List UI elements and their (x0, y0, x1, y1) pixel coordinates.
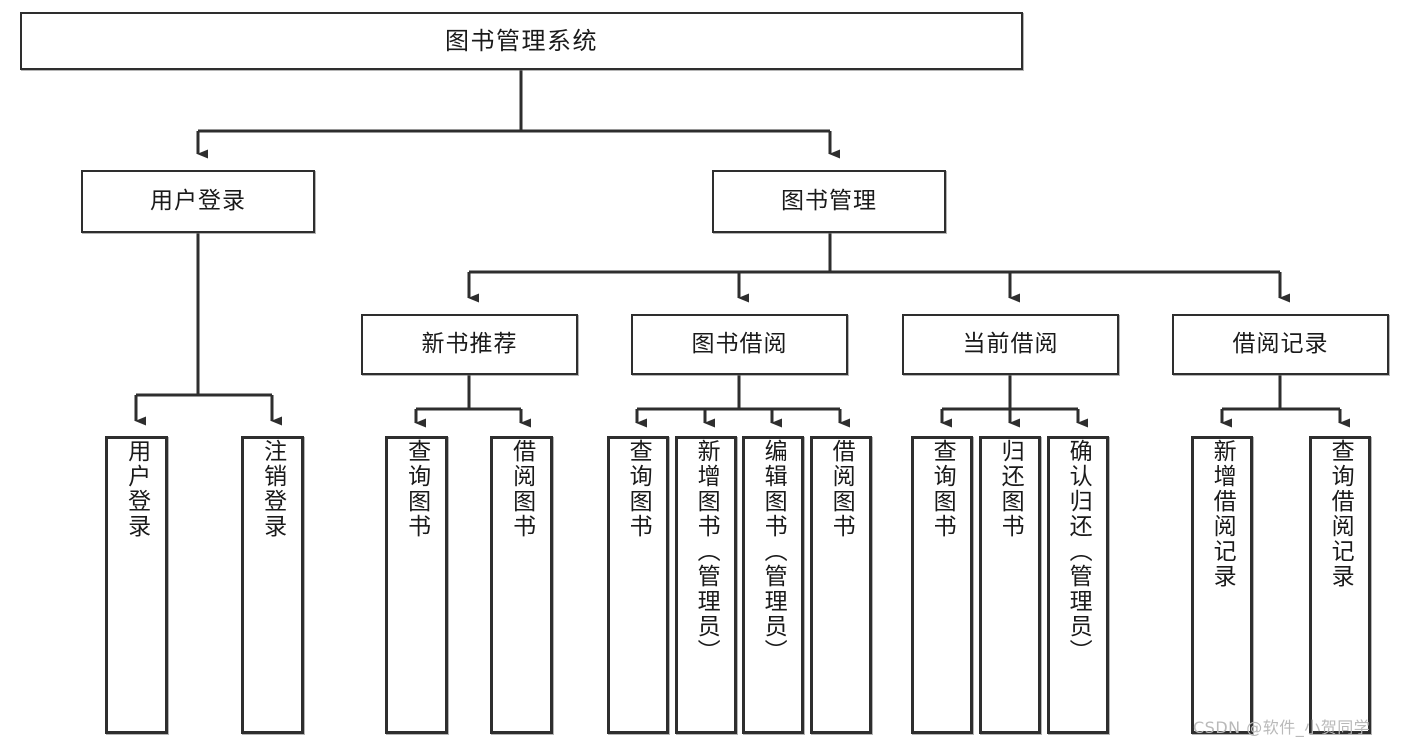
leaf-label: 新增图书（管理员） (693, 439, 720, 664)
leaf-label: 借阅图书 (828, 439, 855, 539)
node-root-book-management-system[interactable]: 图书管理系统 (20, 12, 1023, 70)
leaf-label: 用户登录 (123, 439, 150, 539)
node-book-management[interactable]: 图书管理 (712, 170, 946, 233)
node-label: 图书管理系统 (445, 26, 598, 55)
leaf-borrow-record-add[interactable]: 新增借阅记录 (1191, 436, 1253, 734)
node-new-book-recommend[interactable]: 新书推荐 (361, 314, 578, 375)
leaf-current-borrow-confirm-return-admin[interactable]: 确认归还（管理员） (1047, 436, 1109, 734)
leaf-label: 查询借阅记录 (1327, 439, 1354, 589)
leaf-label: 归还图书 (997, 439, 1024, 539)
node-label: 新书推荐 (421, 330, 518, 357)
leaf-new-book-query[interactable]: 查询图书 (385, 436, 448, 734)
node-label: 图书管理 (781, 187, 877, 214)
leaf-book-borrow-borrow[interactable]: 借阅图书 (810, 436, 872, 734)
leaf-label: 确认归还（管理员） (1065, 439, 1092, 664)
leaf-current-borrow-return[interactable]: 归还图书 (979, 436, 1041, 734)
node-user-login[interactable]: 用户登录 (81, 170, 315, 233)
node-current-borrow[interactable]: 当前借阅 (902, 314, 1119, 375)
leaf-user-login-logout[interactable]: 注销登录 (241, 436, 304, 734)
node-label: 用户登录 (150, 187, 246, 214)
leaf-label: 查询图书 (929, 439, 956, 539)
leaf-label: 借阅图书 (508, 439, 535, 539)
leaf-label: 注销登录 (259, 439, 286, 539)
node-book-borrow[interactable]: 图书借阅 (631, 314, 848, 375)
leaf-label: 编辑图书（管理员） (760, 439, 787, 664)
leaf-book-borrow-edit-admin[interactable]: 编辑图书（管理员） (742, 436, 804, 734)
leaf-label: 新增借阅记录 (1209, 439, 1236, 589)
node-label: 借阅记录 (1232, 330, 1329, 357)
leaf-user-login-login[interactable]: 用户登录 (105, 436, 168, 734)
leaf-book-borrow-add-admin[interactable]: 新增图书（管理员） (675, 436, 737, 734)
csdn-watermark: CSDN @软件_小贺同学 (1193, 718, 1371, 737)
leaf-borrow-record-query[interactable]: 查询借阅记录 (1309, 436, 1371, 734)
leaf-book-borrow-query[interactable]: 查询图书 (607, 436, 669, 734)
leaf-new-book-borrow[interactable]: 借阅图书 (490, 436, 553, 734)
leaf-label: 查询图书 (403, 439, 430, 539)
leaf-current-borrow-query[interactable]: 查询图书 (911, 436, 973, 734)
node-borrow-record[interactable]: 借阅记录 (1172, 314, 1389, 375)
node-label: 图书借阅 (691, 330, 788, 357)
node-label: 当前借阅 (962, 330, 1059, 357)
leaf-label: 查询图书 (625, 439, 652, 539)
